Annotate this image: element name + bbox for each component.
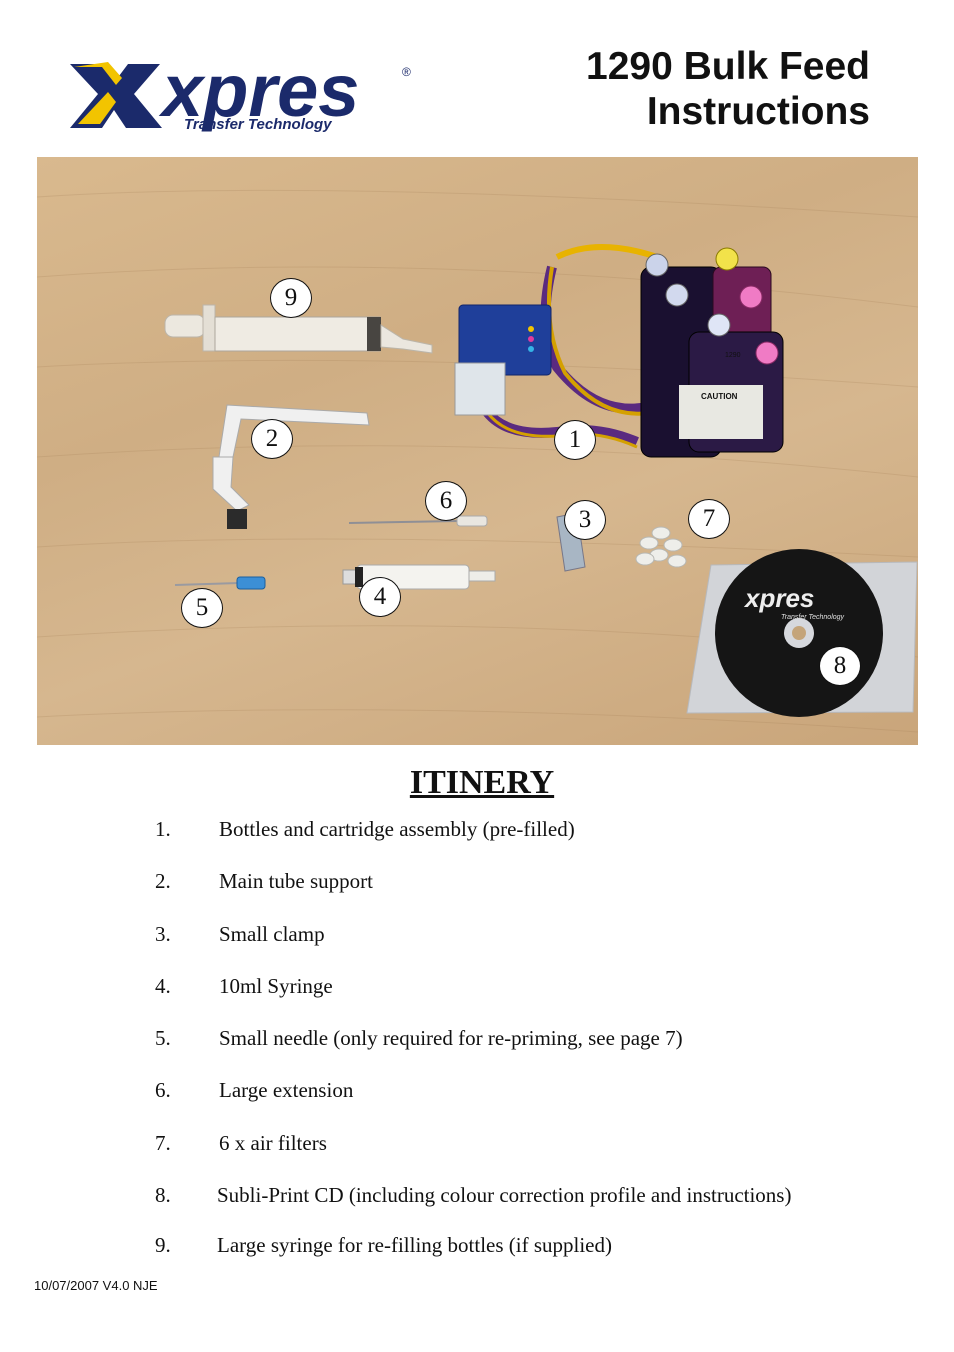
item-number: 3. bbox=[155, 922, 171, 946]
logo-x-mark bbox=[70, 62, 162, 128]
large-syringe bbox=[164, 304, 433, 354]
item-text: 6 x air filters bbox=[219, 1131, 327, 1155]
callout-7: 7 bbox=[688, 499, 730, 539]
item-text: Main tube support bbox=[219, 869, 373, 893]
title-line-1: 1290 Bulk Feed bbox=[586, 45, 870, 88]
itinery-heading: ITINERY bbox=[409, 764, 555, 801]
logo-registered-mark: ® bbox=[402, 65, 411, 79]
item-number: 1. bbox=[155, 817, 171, 841]
callout-2: 2 bbox=[251, 419, 293, 459]
air-filters bbox=[635, 526, 687, 568]
item-text: Large extension bbox=[219, 1078, 354, 1102]
callout-3: 3 bbox=[564, 500, 606, 540]
xpres-logo: xpres ® Transfer Technology bbox=[68, 40, 418, 135]
version-footer: 10/07/2007 V4.0 NJE bbox=[34, 1278, 158, 1293]
item-number: 6. bbox=[155, 1078, 171, 1102]
callout-8: 8 bbox=[819, 646, 861, 686]
item-number: 7. bbox=[155, 1131, 171, 1155]
cd-label: xpres bbox=[743, 583, 814, 613]
caution-label: CAUTION bbox=[701, 392, 738, 401]
photo-illustration: CAUTION 1290 bbox=[37, 189, 918, 733]
bottles-and-cartridge-assembly: CAUTION 1290 bbox=[454, 244, 784, 458]
item-text: Subli-Print CD (including colour correct… bbox=[217, 1183, 792, 1207]
item-number: 5. bbox=[155, 1026, 171, 1050]
cd-tagline: Transfer Technology bbox=[781, 614, 845, 621]
main-tube-support bbox=[212, 404, 370, 529]
document-title: 1290 Bulk Feed Instructions bbox=[586, 44, 870, 134]
item-number: 9. bbox=[155, 1233, 171, 1257]
item-text: Bottles and cartridge assembly (pre-fill… bbox=[219, 817, 575, 841]
logo-word: xpres bbox=[158, 49, 359, 132]
bottle-tag: 1290 bbox=[725, 352, 741, 359]
item-number: 8. bbox=[155, 1183, 171, 1207]
small-needle bbox=[174, 576, 266, 590]
callout-6: 6 bbox=[425, 481, 467, 521]
item-text: Large syringe for re-filling bottles (if… bbox=[217, 1233, 613, 1257]
callout-9: 9 bbox=[270, 278, 312, 318]
item-number: 4. bbox=[155, 974, 171, 998]
callout-4: 4 bbox=[359, 577, 401, 617]
product-photo: CAUTION 1290 bbox=[37, 157, 918, 745]
item-text: 10ml Syringe bbox=[219, 974, 333, 998]
callout-5: 5 bbox=[181, 588, 223, 628]
item-text: Small needle (only required for re-primi… bbox=[219, 1026, 683, 1050]
item-text: Small clamp bbox=[219, 922, 325, 946]
large-extension bbox=[348, 515, 488, 527]
subli-print-cd: xpres Transfer Technology bbox=[686, 549, 918, 717]
item-number: 2. bbox=[155, 869, 171, 893]
title-line-2: Instructions bbox=[646, 90, 870, 133]
logo-tagline: Transfer Technology bbox=[184, 116, 332, 133]
callout-1: 1 bbox=[554, 420, 596, 460]
